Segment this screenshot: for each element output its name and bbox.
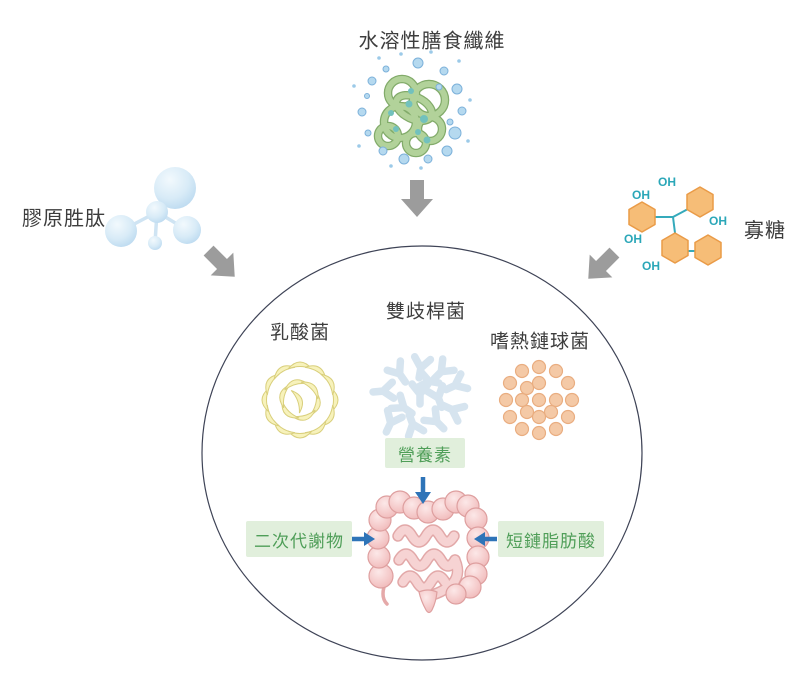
- oh-label: OH: [709, 214, 727, 228]
- streptococcus-label: 嗜熱鏈球菌: [489, 331, 591, 353]
- intestine-illustration: [366, 490, 490, 614]
- fiber-illustration: [352, 50, 472, 170]
- collagen-label: 膠原胜肽: [22, 208, 106, 230]
- metabolite-arrow-right-icon: [352, 532, 375, 546]
- collagen-molecule-illustration: [105, 167, 201, 250]
- fiber-label: 水溶性膳食纖維: [358, 30, 506, 53]
- oligosaccharide-illustration: [628, 186, 722, 266]
- bifidobacterium-label: 雙歧桿菌: [385, 301, 467, 323]
- oh-label: OH: [624, 232, 642, 246]
- oligosaccharide-label: 寡糖: [744, 220, 786, 242]
- oh-label: OH: [658, 175, 676, 189]
- oh-label: OH: [642, 259, 660, 273]
- oh-label: OH: [632, 188, 650, 202]
- nutrient-arrow-down-icon: [415, 477, 431, 504]
- fiber-teal-dots: [388, 88, 431, 144]
- lactic-acid-bacteria-label: 乳酸菌: [269, 322, 331, 344]
- bifidobacteria-illustration: [372, 357, 467, 436]
- lactic-acid-bacteria-illustration: [260, 360, 340, 440]
- short-chain-fatty-acids-box: 短鏈脂肪酸: [498, 521, 604, 557]
- boundary-circle: [201, 245, 643, 661]
- streptococcus-illustration: [498, 359, 580, 441]
- scfa-arrow-left-icon: [474, 532, 497, 546]
- arrow-down-icon: [401, 180, 433, 217]
- secondary-metabolites-box: 二次代謝物: [246, 521, 352, 557]
- arrow-southeast-icon: [197, 239, 247, 289]
- arrow-southwest-icon: [576, 241, 626, 291]
- nutrients-box: 營養素: [385, 438, 465, 468]
- fiber-bubbles: [357, 57, 467, 165]
